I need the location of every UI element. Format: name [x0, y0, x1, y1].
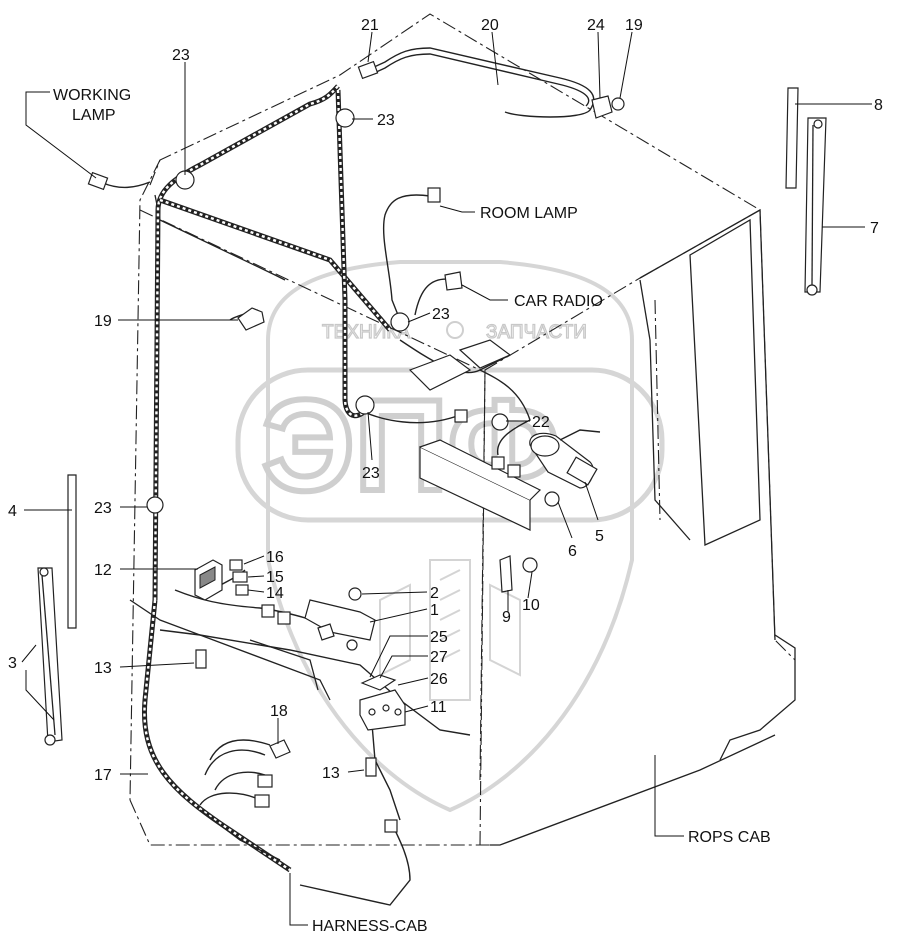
callout-21: 21 [361, 17, 379, 34]
connector-18 [269, 739, 291, 759]
bolt-6 [544, 491, 560, 507]
wiper-arm-right [804, 117, 827, 296]
callout-26: 26 [430, 671, 448, 688]
callout-13-left: 13 [94, 660, 112, 677]
relay-panel [419, 446, 531, 531]
callout-2: 2 [430, 585, 439, 602]
callout-12: 12 [94, 562, 112, 579]
callout-14: 14 [266, 585, 284, 602]
callout-7: 7 [870, 220, 879, 237]
label-harness-cab: HARNESS-CAB [312, 918, 428, 935]
callout-3: 3 [8, 655, 17, 672]
label-working-lamp-1: WORKING [53, 87, 131, 104]
callout-5: 5 [595, 528, 604, 545]
bolt-13-left [195, 649, 207, 669]
part-10 [522, 557, 538, 573]
callout-15: 15 [266, 569, 284, 586]
callout-19-left: 19 [94, 313, 112, 330]
callout-24: 24 [587, 17, 605, 34]
room-lamp-connector [427, 187, 441, 203]
callout-27: 27 [430, 649, 448, 666]
callout-numbers: 21 20 24 19 23 23 8 7 19 23 22 23 4 23 6… [8, 17, 883, 784]
callout-23-upper: 23 [377, 112, 395, 129]
callout-19-top: 19 [625, 17, 643, 34]
working-lamp-connector [87, 171, 109, 191]
wiper-linkage [304, 587, 376, 651]
callout-23-left: 23 [94, 500, 112, 517]
car-radio-connector [444, 271, 463, 291]
connector-16 [229, 559, 243, 571]
watermark-right: ЗАПЧАСТИ [486, 322, 587, 343]
washer-hose [357, 47, 625, 119]
callout-4: 4 [8, 503, 17, 520]
callout-23-low: 23 [362, 465, 380, 482]
callout-16: 16 [266, 549, 284, 566]
components [87, 108, 601, 833]
wiper-blade-right [785, 87, 799, 189]
switch-assembly-11 [359, 674, 406, 731]
callout-17: 17 [94, 767, 112, 784]
label-car-radio: CAR RADIO [514, 293, 603, 310]
callout-6: 6 [568, 543, 577, 560]
lamp-plug [237, 307, 265, 331]
label-working-lamp-2: LAMP [72, 107, 116, 124]
callout-23-mid: 23 [432, 306, 450, 323]
connector-15 [232, 571, 248, 583]
callout-18: 18 [270, 703, 288, 720]
callout-23-top: 23 [172, 47, 190, 64]
wiring [102, 181, 531, 906]
callout-22: 22 [532, 414, 550, 431]
callout-9: 9 [502, 609, 511, 626]
wiper-blade-left [67, 474, 77, 629]
callout-8: 8 [874, 97, 883, 114]
grommets [146, 108, 509, 514]
callout-20: 20 [481, 17, 499, 34]
connector-14 [235, 584, 249, 596]
text-labels: WORKING LAMP ROOM LAMP CAR RADIO ROPS CA… [53, 87, 771, 935]
wiper-arm-left [37, 567, 63, 746]
leader-lines [21, 31, 872, 926]
callout-10: 10 [522, 597, 540, 614]
label-room-lamp: ROOM LAMP [480, 205, 578, 222]
callout-25: 25 [430, 629, 448, 646]
wiper-motor [529, 429, 601, 489]
gear-icon [446, 321, 464, 339]
callout-1: 1 [430, 602, 439, 619]
bolt-13-bottom [365, 757, 377, 777]
callout-13-bottom: 13 [322, 765, 340, 782]
cab-panels [154, 194, 796, 846]
label-rops-cab: ROPS CAB [688, 829, 771, 846]
callout-11: 11 [430, 699, 447, 716]
